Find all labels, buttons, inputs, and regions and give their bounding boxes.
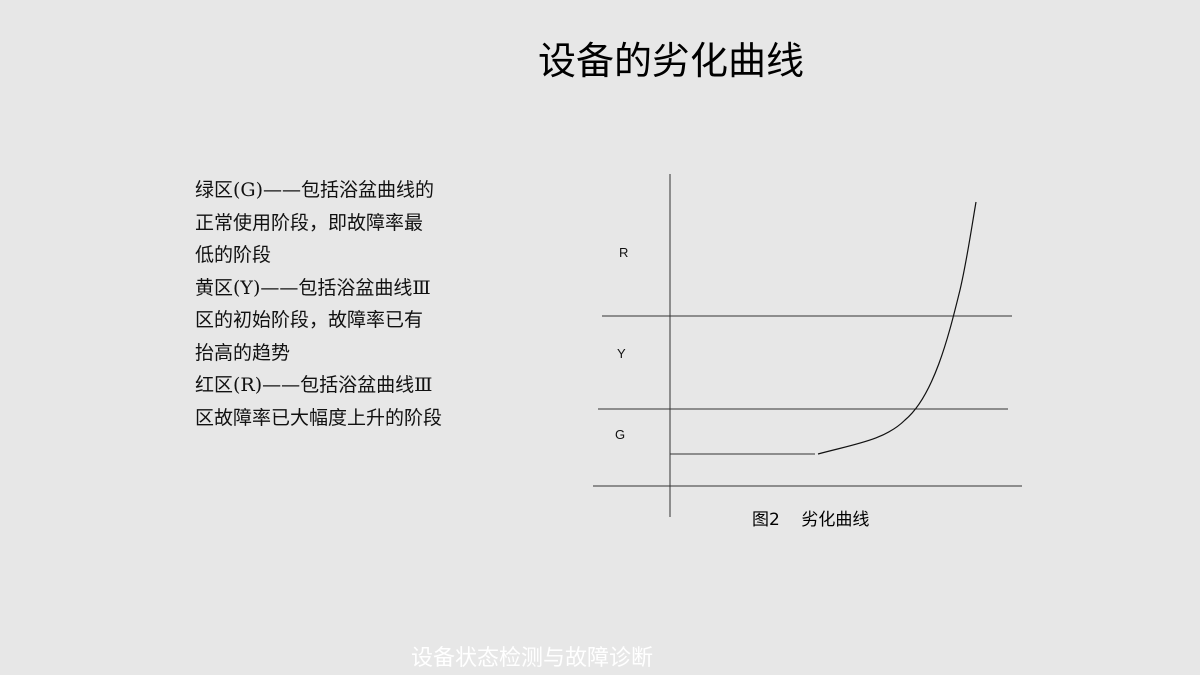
- figure-caption: 图2 劣化曲线: [752, 510, 870, 530]
- description-line: 低的阶段: [195, 244, 272, 266]
- zone-label-yellow: Y: [617, 346, 626, 361]
- description-line: 区故障率已大幅度上升的阶段: [195, 406, 443, 429]
- description-line: 黄区(Y)——包括浴盆曲线Ⅲ: [195, 276, 431, 299]
- zone-description: 绿区(G)——包括浴盆曲线的 正常使用阶段，即故障率最 低的阶段 黄区(Y)——…: [195, 174, 515, 434]
- footer-text: 设备状态检测与故障诊断: [411, 646, 654, 671]
- description-line: 红区(R)——包括浴盆曲线Ⅲ: [195, 374, 433, 396]
- degradation-curve: [817, 201, 977, 455]
- description-line: 绿区(G)——包括浴盆曲线的: [195, 179, 435, 201]
- zone-label-red: R: [619, 245, 628, 260]
- description-line: 正常使用阶段，即故障率最: [195, 211, 424, 234]
- zone-label-green: G: [615, 427, 625, 442]
- description-line: 区的初始阶段，故障率已有: [195, 309, 424, 331]
- slide-title: 设备的劣化曲线: [538, 39, 805, 83]
- description-line: 抬高的趋势: [195, 341, 291, 364]
